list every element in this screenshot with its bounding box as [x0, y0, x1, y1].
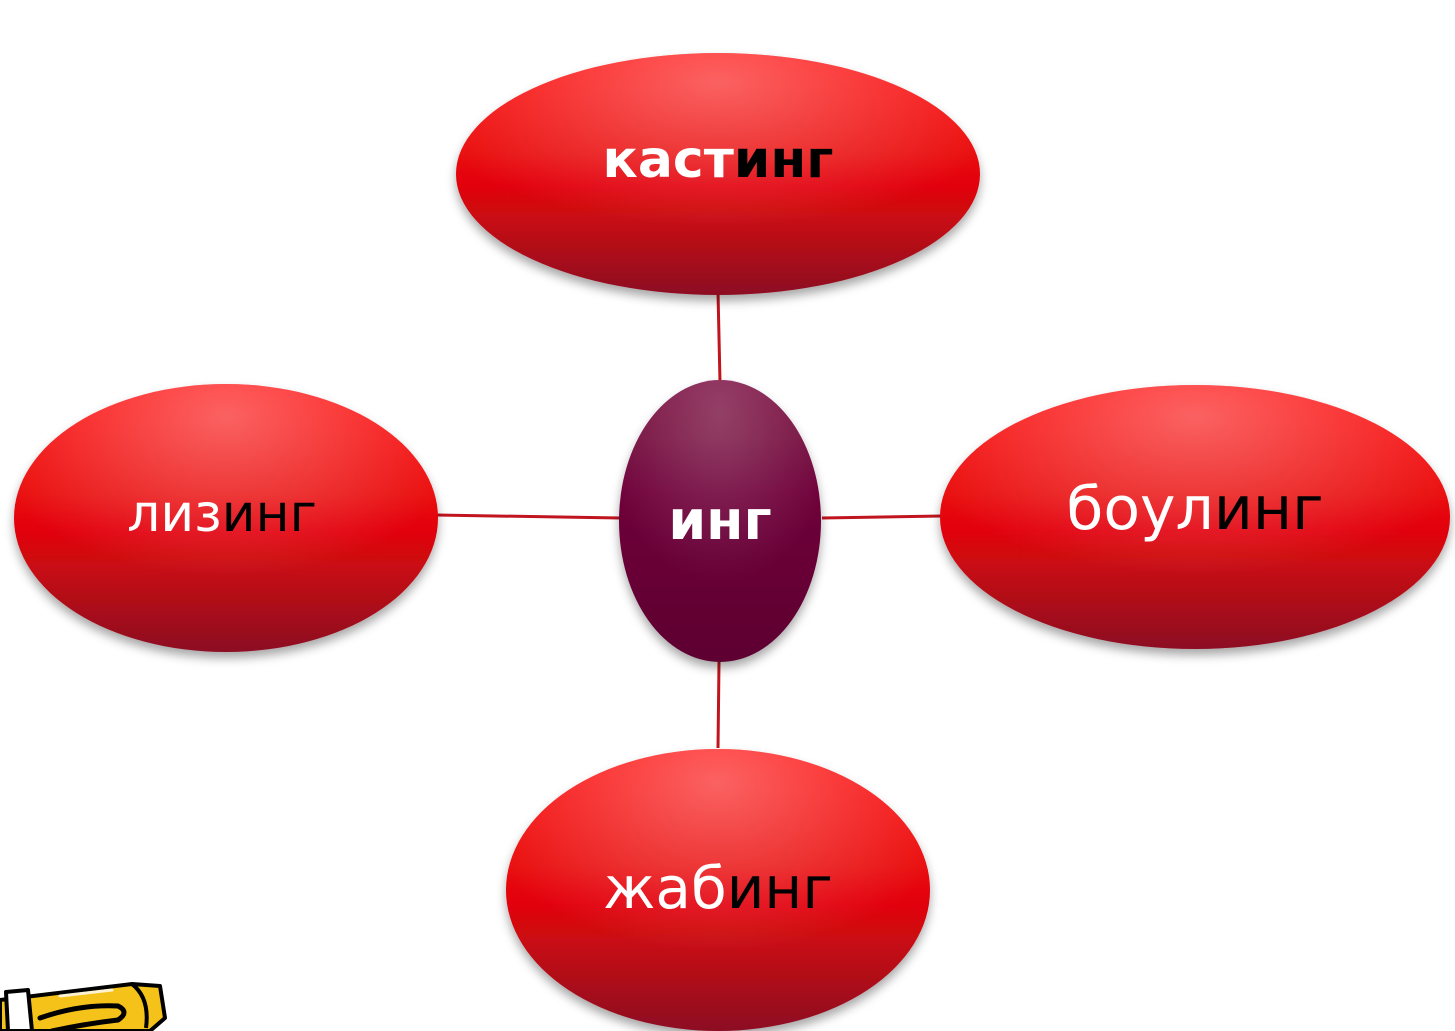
node-bottom-prefix: жаб [603, 854, 727, 922]
connectors [435, 291, 943, 749]
node-right-prefix: боул [1066, 474, 1214, 544]
connector-top [716, 291, 722, 383]
node-top-suffix: инг [734, 130, 834, 190]
node-top: кастинг [456, 53, 980, 295]
connector-left [435, 513, 621, 520]
node-right-suffix: инг [1214, 474, 1324, 544]
node-right: боулинг [940, 385, 1450, 649]
node-left-label: лизинг [127, 484, 317, 544]
node-left-prefix: лиз [127, 484, 222, 544]
node-bottom-suffix: инг [727, 854, 833, 922]
node-left: лизинг [14, 384, 438, 652]
node-bottom: жабинг [506, 749, 930, 1031]
node-bottom-label: жабинг [603, 854, 833, 922]
node-center-suffix: инг [668, 489, 771, 552]
pencil-icon [0, 982, 167, 1031]
node-left-suffix: инг [222, 484, 317, 544]
connector-bottom [716, 661, 721, 749]
node-center-label: инг [668, 489, 771, 552]
node-top-prefix: каст [603, 130, 734, 190]
node-center: инг [619, 380, 821, 662]
node-right-label: боулинг [1066, 474, 1323, 544]
node-top-label: кастинг [603, 130, 834, 190]
connector-right [821, 514, 943, 520]
